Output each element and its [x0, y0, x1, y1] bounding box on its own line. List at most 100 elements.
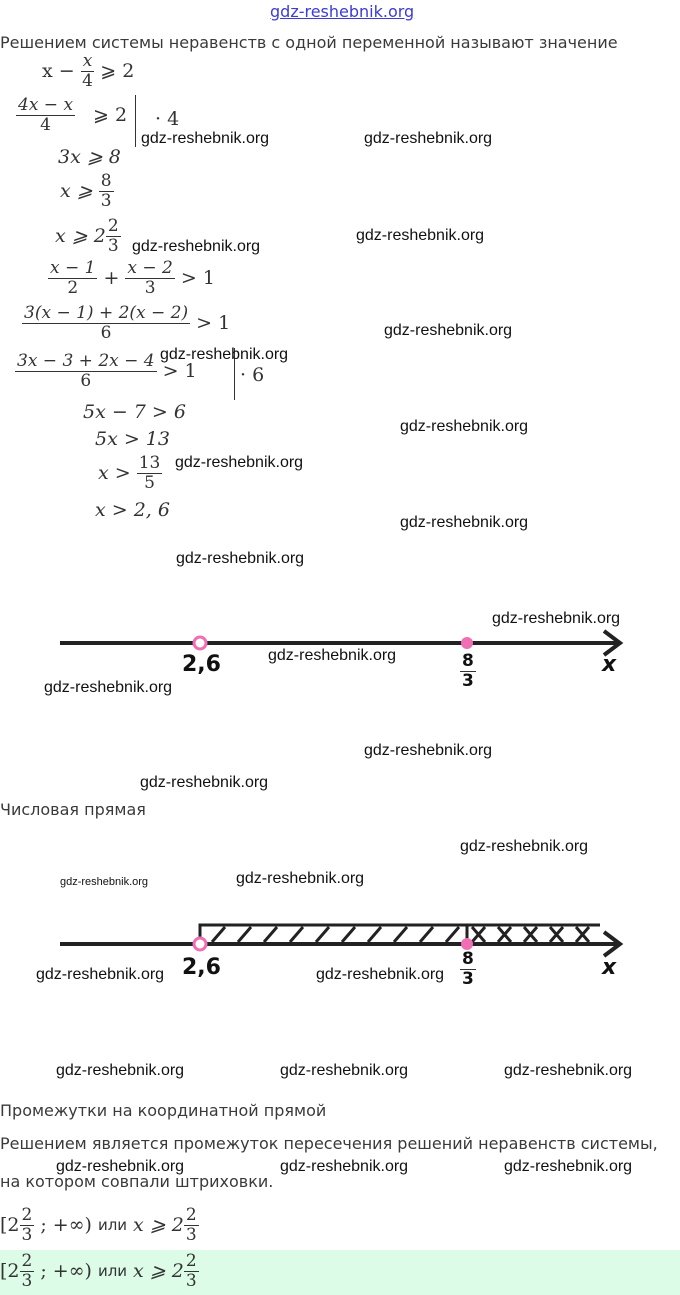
numerator: x	[80, 51, 95, 72]
term: ⩾ 2	[100, 60, 135, 83]
term: x ⩾ 2	[133, 1214, 184, 1237]
term: 5x − 7 > 6	[83, 401, 186, 423]
watermark: gdz-reshebnik.org	[356, 227, 485, 244]
watermark: gdz-reshebnik.org	[56, 1062, 185, 1079]
paragraph-line-2: на котором совпали штриховки.	[0, 1172, 274, 1191]
eq-line-12: x > 2, 6	[95, 499, 170, 521]
watermark: gdz-reshebnik.org	[316, 966, 445, 983]
denominator: 6	[80, 370, 92, 391]
point-label-2-6: 2,6	[182, 955, 221, 980]
denominator: 3	[107, 235, 119, 256]
point-label-2-6: 2,6	[182, 652, 221, 677]
term: x ⩾ 2	[55, 225, 106, 248]
eq-line-9: 5x − 7 > 6	[83, 401, 186, 423]
numerator: 2	[19, 1251, 35, 1272]
denominator: 3	[144, 277, 156, 298]
watermark: gdz-reshebnik.org	[236, 870, 365, 887]
term: x −	[42, 60, 75, 83]
arrow-head	[602, 629, 624, 657]
watermark: gdz-reshebnik.org	[175, 454, 304, 471]
watermark: gdz-reshebnik.org	[141, 130, 270, 147]
top-watermark-link[interactable]: gdz-reshebnik.org	[270, 2, 415, 21]
eq-line-3: 3x ⩾ 8	[58, 146, 121, 168]
watermark: gdz-reshebnik.org	[36, 966, 165, 983]
denominator: 3	[185, 1270, 197, 1291]
watermark: gdz-reshebnik.org	[400, 418, 529, 435]
watermark: gdz-reshebnik.org	[460, 838, 589, 855]
arrow-head	[602, 930, 624, 958]
term: > 1	[196, 312, 231, 335]
denominator: 6	[100, 322, 112, 343]
caption-intervals: Промежутки на координатной прямой	[0, 1101, 327, 1120]
axis-label-x: x	[602, 955, 617, 980]
term: [2	[0, 1260, 20, 1283]
watermark: gdz-reshebnik.org	[140, 774, 269, 791]
eq-line-7: 3(x − 1) + 2(x − 2)6> 1	[22, 304, 230, 342]
watermark: gdz-reshebnik.org	[384, 322, 513, 339]
numerator: 2	[183, 1205, 199, 1226]
numerator: 2	[105, 216, 121, 237]
term: 5x > 13	[95, 428, 170, 450]
watermark: gdz-reshebnik.org	[56, 1158, 185, 1175]
term: или	[97, 1262, 128, 1281]
term: 3x ⩾ 8	[58, 146, 121, 168]
denominator: 3	[21, 1270, 33, 1291]
answer-highlight	[0, 1250, 680, 1295]
closed-point	[461, 938, 473, 950]
paragraph-line-1: Решением является промежуток пересечения…	[0, 1134, 658, 1153]
denominator: 3	[185, 1224, 197, 1245]
closed-point	[461, 637, 473, 649]
watermark: gdz-reshebnik.org	[280, 1062, 409, 1079]
term: ⩾ 2	[93, 104, 128, 127]
term: ; +∞)	[40, 1214, 92, 1237]
numerator: 2	[19, 1205, 35, 1226]
term: x > 2, 6	[95, 499, 170, 521]
numerator: x − 2	[125, 258, 175, 279]
numerator: 8	[460, 949, 476, 970]
open-point	[192, 936, 208, 952]
hatching-region-1	[198, 923, 600, 944]
watermark: gdz-reshebnik.org	[492, 610, 621, 627]
multiplier: · 6	[240, 364, 265, 386]
denominator: 4	[82, 70, 93, 91]
numerator: 2	[183, 1251, 199, 1272]
caption-number-line: Числовая прямая	[0, 800, 146, 819]
term: x ⩾	[60, 180, 93, 203]
term: или	[97, 1216, 128, 1235]
watermark: gdz-reshebnik.org	[176, 550, 305, 567]
watermark: gdz-reshebnik.org	[44, 679, 173, 696]
term: ; +∞)	[40, 1260, 92, 1283]
number-line-2	[60, 923, 624, 958]
watermark: gdz-reshebnik.org	[504, 1158, 633, 1175]
numerator: 8	[98, 171, 114, 192]
watermark: gdz-reshebnik.org	[364, 130, 493, 147]
intro-text: Решением системы неравенств с одной пере…	[0, 33, 618, 52]
multiplier: · 4	[155, 108, 180, 130]
eq-line-10: 5x > 13	[95, 428, 170, 450]
watermark: gdz-reshebnik.org	[60, 876, 149, 888]
watermark: gdz-reshebnik.org	[160, 346, 289, 363]
watermark: gdz-reshebnik.org	[364, 742, 493, 759]
numerator: 4x − x	[16, 95, 76, 116]
numerator: 3x − 3 + 2x − 4	[15, 351, 157, 372]
multiply-bar	[135, 95, 136, 147]
watermark: gdz-reshebnik.org	[268, 647, 397, 664]
denominator: 3	[100, 190, 112, 211]
watermark: gdz-reshebnik.org	[280, 1158, 409, 1175]
open-point	[192, 635, 208, 651]
watermark: gdz-reshebnik.org	[132, 238, 261, 255]
term: +	[103, 267, 120, 290]
watermark: gdz-reshebnik.org	[400, 514, 529, 531]
denominator: 3	[462, 968, 474, 989]
number-line-1	[60, 629, 624, 657]
denominator: 3	[21, 1224, 33, 1245]
numerator: 8	[460, 651, 476, 672]
term: [2	[0, 1214, 20, 1237]
axis-label-x: x	[602, 652, 617, 677]
